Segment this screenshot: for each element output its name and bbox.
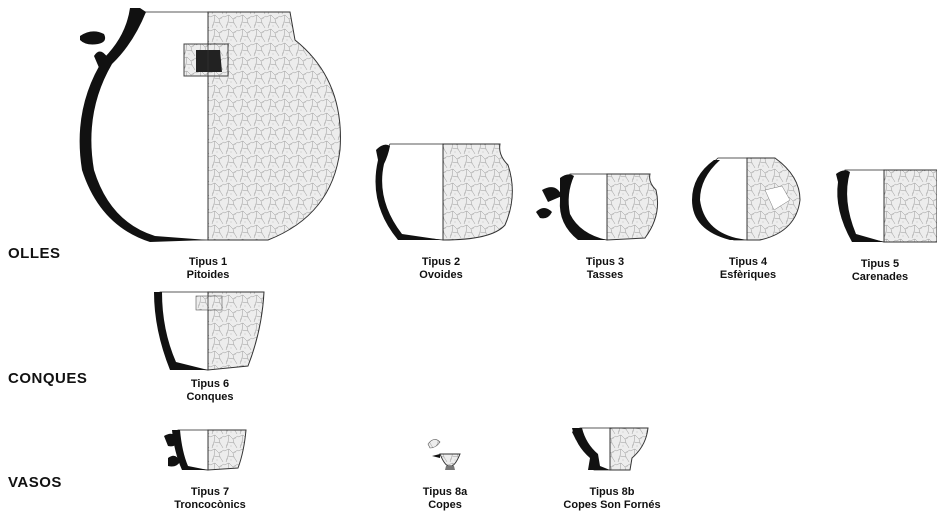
- vessel-tipus-1-body-right: [207, 11, 341, 241]
- caption-tipus-2: Tipus 2 Ovoides: [419, 256, 462, 282]
- vessel-tipus-8a-cup: [439, 453, 461, 467]
- vessel-tipus-4-profile: [692, 160, 747, 240]
- caption-tipus-5: Tipus 5 Carenades: [852, 258, 908, 284]
- vessel-tipus-8a-fragment: [427, 439, 441, 449]
- caption-tipus-6-title: Tipus 6: [190, 378, 230, 390]
- caption-tipus-1-title: Tipus 1: [188, 256, 228, 268]
- vessel-tipus-5-body-right: [883, 169, 937, 243]
- caption-tipus-1: Tipus 1 Pitoides: [187, 256, 230, 282]
- caption-tipus-7: Tipus 7 Troncocònics: [174, 486, 246, 512]
- caption-tipus-3: Tipus 3 Tasses: [586, 256, 624, 282]
- caption-tipus-6: Tipus 6 Conques: [186, 378, 233, 404]
- vessel-tipus-4: [692, 157, 801, 241]
- vessel-tipus-8b-profile: [572, 428, 610, 470]
- vessel-tipus-8b: [572, 427, 649, 471]
- caption-tipus-8a-title: Tipus 8a: [422, 486, 468, 498]
- caption-tipus-2-name: Ovoides: [419, 269, 463, 281]
- caption-tipus-8a-name: Copes: [428, 499, 462, 511]
- caption-tipus-3-name: Tasses: [586, 269, 624, 281]
- vessel-tipus-6-profile: [154, 292, 208, 370]
- vessel-tipus-5-profile: [836, 170, 884, 242]
- caption-tipus-6-name: Conques: [186, 391, 234, 403]
- vessel-tipus-8b-body-right: [609, 427, 649, 471]
- row-label-olles: OLLES: [8, 245, 61, 262]
- vessel-tipus-3-handle: [536, 187, 562, 219]
- caption-tipus-2-title: Tipus 2: [421, 256, 461, 268]
- vessel-tipus-8a: [427, 439, 461, 470]
- caption-tipus-8b-title: Tipus 8b: [589, 486, 635, 498]
- caption-tipus-5-name: Carenades: [851, 271, 909, 283]
- vessel-tipus-2-body-right: [442, 143, 513, 241]
- vessel-tipus-1: [79, 8, 341, 242]
- caption-tipus-3-title: Tipus 3: [585, 256, 625, 268]
- vessel-tipus-7-handle: [164, 433, 180, 467]
- caption-tipus-5-title: Tipus 5: [860, 258, 900, 270]
- vessel-tipus-2: [375, 143, 513, 241]
- caption-tipus-7-title: Tipus 7: [190, 486, 230, 498]
- caption-tipus-8b: Tipus 8b Copes Son Fornés: [563, 486, 660, 512]
- vessel-tipus-6: [154, 291, 265, 371]
- row-label-conques: CONQUES: [8, 370, 88, 387]
- vessel-tipus-3-body-right: [606, 173, 659, 241]
- vessel-tipus-3-profile: [559, 174, 607, 240]
- row-label-vasos: VASOS: [8, 474, 62, 491]
- caption-tipus-4-name: Esfèriques: [719, 269, 777, 281]
- vessel-tipus-7-profile: [172, 430, 208, 470]
- caption-tipus-8a: Tipus 8a Copes: [423, 486, 467, 512]
- vessel-tipus-3: [536, 173, 659, 241]
- caption-tipus-8b-name: Copes Son Fornés: [563, 499, 661, 511]
- caption-tipus-7-name: Troncocònics: [174, 499, 246, 511]
- vessel-tipus-6-body-right: [207, 291, 265, 371]
- vessel-tipus-7-body-right: [207, 429, 247, 471]
- vessel-tipus-5: [836, 169, 937, 243]
- caption-tipus-4: Tipus 4 Esfèriques: [720, 256, 776, 282]
- vessel-tipus-7: [164, 429, 247, 471]
- vessel-tipus-1-handle: [80, 31, 108, 70]
- caption-tipus-1-name: Pitoides: [186, 269, 230, 281]
- caption-tipus-4-title: Tipus 4: [728, 256, 768, 268]
- vessel-tipus-2-profile: [375, 144, 443, 240]
